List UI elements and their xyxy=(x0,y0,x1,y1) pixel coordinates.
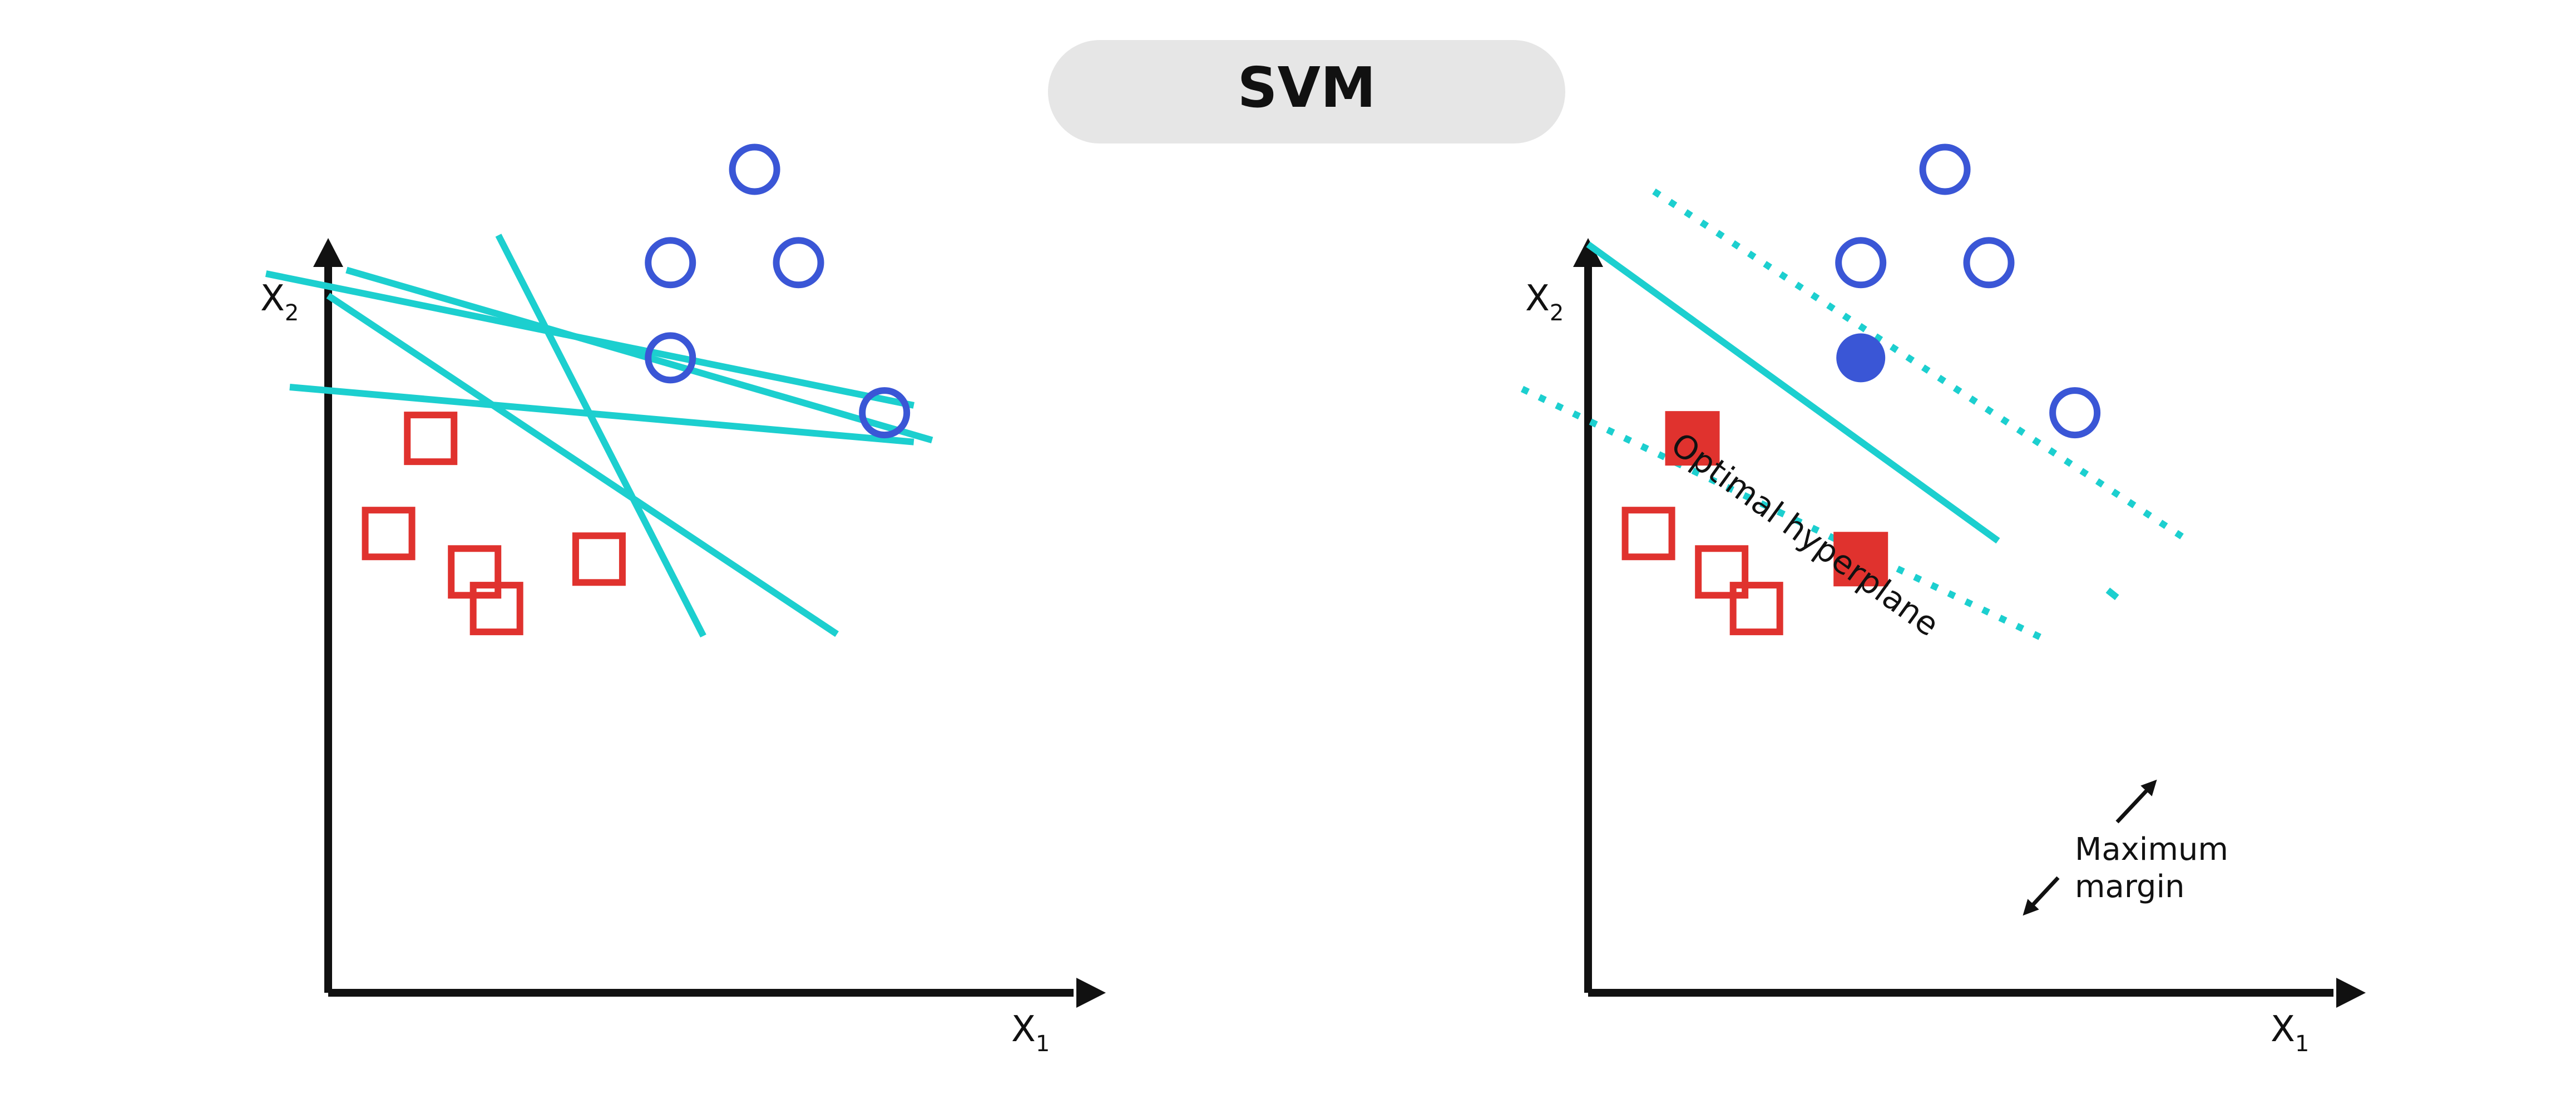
class-square-point xyxy=(1621,507,1675,561)
class-square-point xyxy=(572,532,626,586)
left-candidate-lines xyxy=(265,234,933,638)
margin-arrow-up-icon xyxy=(2115,779,2157,824)
support-vector-square xyxy=(1833,532,1888,587)
class-circle-point xyxy=(645,237,696,289)
left-y-axis-arrow-icon xyxy=(313,238,343,267)
maximum-margin-line1: Maximum xyxy=(2075,831,2228,868)
left-data-points xyxy=(362,143,911,636)
right-x-axis-letter: X xyxy=(2271,1009,2295,1050)
support-vector-circle xyxy=(1836,333,1886,383)
left-axes: X1 X2 xyxy=(260,238,1106,1057)
right-x-axis-subscript: 1 xyxy=(2295,1031,2309,1057)
right-panel-optimal-hyperplane: X1 X2 Optimal hyperplane Maximum margin xyxy=(1520,143,2366,1057)
left-y-axis-letter: X xyxy=(260,278,285,319)
lower-margin-line xyxy=(1520,385,2051,645)
class-square-point xyxy=(1729,582,1783,636)
right-axes: X1 X2 xyxy=(1525,238,2366,1057)
right-x-axis-arrow-icon xyxy=(2336,978,2366,1008)
class-circle-point xyxy=(1919,143,1971,195)
left-y-axis-subscript: 2 xyxy=(285,300,299,326)
right-hyperplane-and-margins xyxy=(1520,188,2185,645)
right-y-axis-letter: X xyxy=(1525,278,1550,319)
left-panel-many-separators: X1 X2 xyxy=(260,143,1106,1057)
figure-title: SVM xyxy=(1238,55,1376,120)
left-x-axis-letter: X xyxy=(1011,1009,1036,1050)
class-square-point xyxy=(362,507,416,561)
margin-arrow-down-icon xyxy=(2023,876,2060,916)
title-pill: SVM xyxy=(1048,40,1565,143)
right-y-axis-label: X2 xyxy=(1525,278,1564,326)
right-x-axis-label: X1 xyxy=(2271,1009,2309,1057)
right-data-points xyxy=(1621,143,2101,636)
left-y-axis-label: X2 xyxy=(260,278,299,326)
class-circle-point xyxy=(645,332,696,384)
upper-margin-tail-line xyxy=(2105,587,2119,601)
right-y-axis-arrow-icon xyxy=(1573,238,1603,267)
candidate-separator-line xyxy=(289,384,914,445)
candidate-separator-line xyxy=(495,234,706,638)
candidate-separator-line xyxy=(326,293,839,637)
maximum-margin-annotation: Maximum margin xyxy=(2023,779,2238,916)
maximum-margin-label: Maximum margin xyxy=(2075,831,2238,905)
support-vector-square xyxy=(1665,411,1720,466)
class-square-point xyxy=(469,582,523,636)
class-circle-point xyxy=(1963,237,2015,289)
class-circle-point xyxy=(729,143,780,195)
maximum-margin-line2: margin xyxy=(2075,869,2185,905)
right-y-axis-subscript: 2 xyxy=(1550,300,1564,326)
left-x-axis-label: X1 xyxy=(1011,1009,1050,1057)
class-circle-point xyxy=(1835,237,1887,289)
class-square-point xyxy=(1695,545,1749,599)
left-x-axis-arrow-icon xyxy=(1076,978,1106,1008)
class-circle-point xyxy=(773,237,824,289)
class-circle-point xyxy=(859,387,911,439)
class-square-point xyxy=(404,412,458,466)
candidate-separator-line xyxy=(345,266,933,444)
optimal-hyperplane-line xyxy=(1586,241,2000,544)
optimal-hyperplane-label: Optimal hyperplane xyxy=(1664,425,1946,643)
left-x-axis-subscript: 1 xyxy=(1036,1031,1050,1057)
class-circle-point xyxy=(2049,387,2101,439)
